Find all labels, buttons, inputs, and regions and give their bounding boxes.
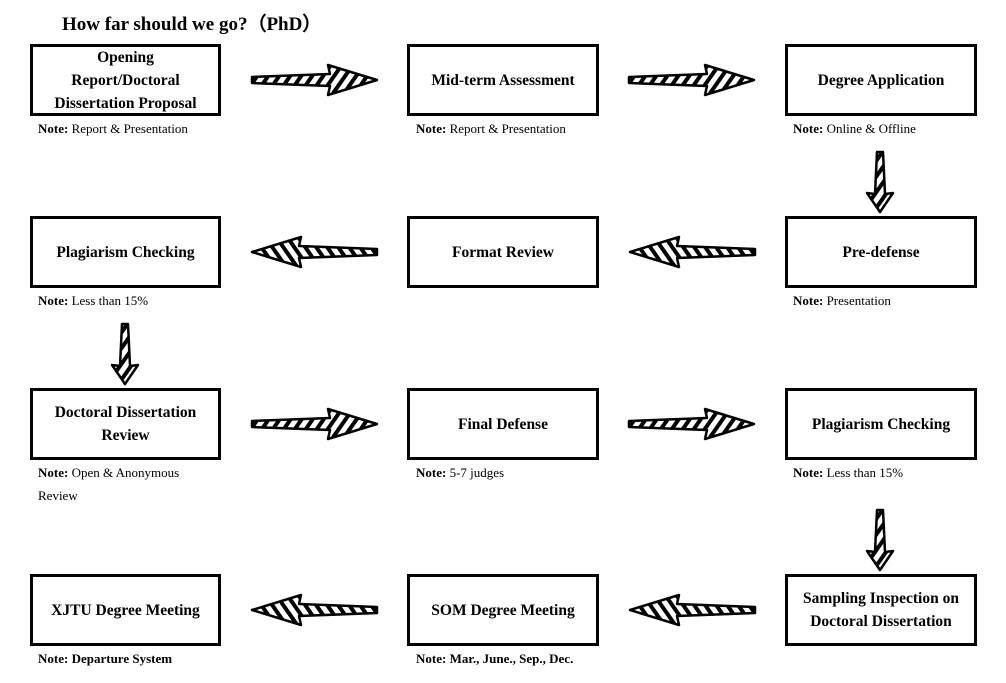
arrow-left-icon — [250, 593, 379, 627]
note-prefix: Note: — [793, 121, 824, 136]
step-label: Plagiarism Checking — [811, 415, 951, 433]
note-prefix: Note: — [793, 465, 824, 480]
step-label: Plagiarism Checking — [56, 243, 195, 261]
arrow-down-icon — [865, 508, 895, 572]
step-label: Format Review — [452, 243, 554, 261]
note-prefix: Note: — [38, 121, 69, 136]
step-plagiarism-checking-2: Plagiarism Checking — [785, 388, 977, 460]
step-doctoral-dissertation-review: Doctoral Dissertation Review — [30, 388, 221, 460]
step-xjtu-degree-meeting: XJTU Degree Meeting — [30, 574, 221, 646]
note-text: Departure System — [71, 651, 173, 666]
step-label: SOM Degree Meeting — [431, 601, 575, 619]
note-prefix: Note: — [416, 465, 447, 480]
page-title: How far should we go?（PhD） — [62, 14, 322, 35]
step-label: Pre-defense — [842, 243, 920, 261]
note-text: Less than 15% — [826, 465, 904, 480]
arrow-right-icon — [627, 63, 756, 97]
arrow-down-icon — [110, 322, 140, 386]
arrow-left-icon — [628, 235, 757, 269]
step-label: Opening Report/Doctoral Dissertation Pro… — [54, 48, 197, 112]
step-pre-defense: Pre-defense — [785, 216, 977, 288]
step-final-defense: Final Defense — [407, 388, 599, 460]
step-label: Final Defense — [458, 415, 548, 433]
step-label: Degree Application — [817, 71, 945, 89]
note-plagiarism-checking-1: Note: Less than 15% — [38, 289, 148, 312]
note-final-defense: Note: 5-7 judges — [416, 461, 504, 484]
note-som-degree-meeting: Note: Mar., June., Sep., Dec. — [416, 647, 573, 670]
note-prefix: Note: — [793, 293, 824, 308]
note-degree-application: Note: Online & Offline — [793, 117, 916, 140]
step-degree-application: Degree Application — [785, 44, 977, 116]
arrow-left-icon — [628, 593, 757, 627]
note-prefix: Note: — [38, 293, 69, 308]
note-text: Less than 15% — [71, 293, 149, 308]
note-prefix: Note: — [38, 465, 69, 480]
note-text: Presentation — [826, 293, 891, 308]
step-label: XJTU Degree Meeting — [51, 601, 200, 619]
note-plagiarism-checking-2: Note: Less than 15% — [793, 461, 903, 484]
step-label: Doctoral Dissertation Review — [54, 404, 197, 444]
note-prefix: Note: — [38, 651, 69, 666]
arrow-right-icon — [250, 63, 379, 97]
step-som-degree-meeting: SOM Degree Meeting — [407, 574, 599, 646]
note-mid-term-assessment: Note: Report & Presentation — [416, 117, 566, 140]
note-text: Report & Presentation — [449, 121, 566, 136]
step-plagiarism-checking-1: Plagiarism Checking — [30, 216, 221, 288]
note-text: Mar., June., Sep., Dec. — [449, 651, 574, 666]
note-prefix: Note: — [416, 121, 447, 136]
note-prefix: Note: — [416, 651, 447, 666]
note-text: 5-7 judges — [449, 465, 505, 480]
arrow-down-icon — [865, 150, 895, 214]
step-label: Sampling Inspection on Doctoral Disserta… — [803, 590, 959, 630]
note-text: Online & Offline — [826, 121, 916, 136]
note-opening-report: Note: Report & Presentation — [38, 117, 188, 140]
step-mid-term-assessment: Mid-term Assessment — [407, 44, 599, 116]
step-label: Mid-term Assessment — [431, 71, 575, 89]
step-sampling-inspection: Sampling Inspection on Doctoral Disserta… — [785, 574, 977, 646]
arrow-right-icon — [627, 407, 756, 441]
note-doctoral-dissertation-review: Note: Open & Anonymous Review — [38, 461, 218, 507]
note-text: Report & Presentation — [71, 121, 188, 136]
arrow-left-icon — [250, 235, 379, 269]
note-pre-defense: Note: Presentation — [793, 289, 891, 312]
step-opening-report: Opening Report/Doctoral Dissertation Pro… — [30, 44, 221, 116]
note-xjtu-degree-meeting: Note: Departure System — [38, 647, 172, 670]
step-format-review: Format Review — [407, 216, 599, 288]
note-text: Open & Anonymous Review — [38, 465, 180, 503]
arrow-right-icon — [250, 407, 379, 441]
